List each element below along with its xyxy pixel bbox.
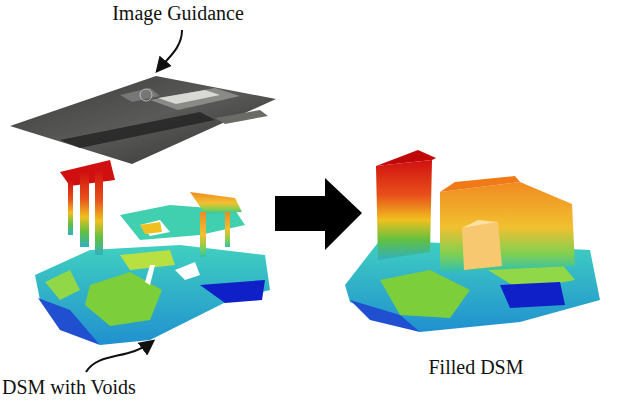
leader-line xyxy=(86,342,152,372)
image-label: Image Guidance xyxy=(112,2,244,24)
leader-line xyxy=(158,30,182,70)
dsm-label: DSM with Voids xyxy=(2,376,136,398)
dsm-with-voids xyxy=(35,160,270,345)
image-plane xyxy=(10,76,276,164)
filled-label: Filled DSM xyxy=(428,356,523,378)
process-arrow xyxy=(275,178,362,250)
filled-dsm xyxy=(345,150,600,332)
